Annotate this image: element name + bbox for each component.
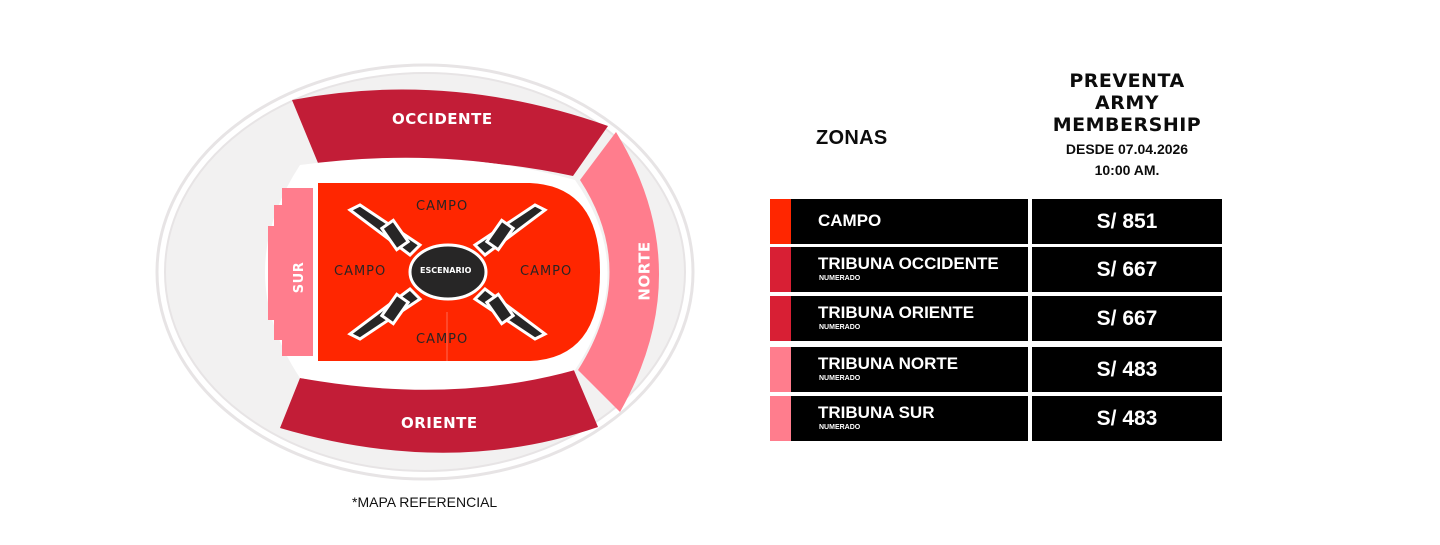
presale-date-prefix: DESDE bbox=[1065, 141, 1115, 157]
zone-name: TRIBUNA SUR bbox=[818, 403, 935, 422]
zone-subtitle: NUMERADO bbox=[819, 424, 861, 431]
presale-date-value: 07.04.2026 bbox=[1118, 141, 1189, 157]
presale-line2: ARMY bbox=[1094, 92, 1159, 114]
zone-subtitle: NUMERADO bbox=[819, 275, 861, 282]
oriente-label: ORIENTE bbox=[401, 414, 478, 432]
norte-section[interactable] bbox=[578, 132, 660, 412]
zone-color-swatch bbox=[770, 247, 791, 292]
zone-name: TRIBUNA OCCIDENTE bbox=[818, 254, 999, 273]
zone-cell: TRIBUNA OCCIDENTE NUMERADO bbox=[791, 247, 1028, 292]
zone-price: S/ 667 bbox=[1032, 247, 1222, 292]
campo-label-right: CAMPO bbox=[520, 264, 573, 279]
zone-cell: TRIBUNA ORIENTE NUMERADO bbox=[791, 296, 1028, 341]
zone-name: TRIBUNA ORIENTE bbox=[818, 303, 975, 322]
map-footnote: *MAPA REFERENCIAL bbox=[352, 494, 498, 510]
zone-price: S/ 483 bbox=[1032, 347, 1222, 392]
campo-label-left: CAMPO bbox=[334, 264, 387, 279]
stadium-map-graphic bbox=[155, 63, 695, 481]
zones-header: ZONAS bbox=[816, 127, 888, 149]
stage-graphic bbox=[347, 203, 548, 341]
zone-color-swatch bbox=[770, 347, 791, 392]
stadium-map: OCCIDENTE ORIENTE NORTE SUR ESCENARIO CA… bbox=[0, 0, 720, 540]
presale-time: 10:00 AM. bbox=[1094, 162, 1160, 178]
zone-cell: TRIBUNA SUR NUMERADO bbox=[791, 396, 1028, 441]
campo-label-top: CAMPO bbox=[416, 199, 469, 214]
occidente-section[interactable] bbox=[292, 89, 608, 176]
price-row-campo: CAMPO S/ 851 bbox=[770, 199, 1222, 244]
oriente-section[interactable] bbox=[280, 368, 598, 453]
zone-name: CAMPO bbox=[818, 211, 882, 230]
presale-line1: PREVENTA bbox=[1069, 70, 1185, 92]
presale-line3: MEMBERSHIP bbox=[1052, 114, 1202, 136]
zone-cell: TRIBUNA NORTE NUMERADO bbox=[791, 347, 1028, 392]
zone-name: TRIBUNA NORTE bbox=[818, 354, 959, 373]
price-row-tribuna-oriente: TRIBUNA ORIENTE NUMERADO S/ 667 bbox=[770, 296, 1222, 341]
norte-label: NORTE bbox=[635, 241, 654, 301]
sur-section[interactable] bbox=[268, 188, 313, 356]
zone-price: S/ 483 bbox=[1032, 396, 1222, 441]
presale-header: PREVENTA ARMY MEMBERSHIP DESDE 07.04.202… bbox=[1032, 70, 1222, 178]
presale-date: DESDE 07.04.2026 bbox=[1032, 141, 1222, 157]
zone-color-swatch bbox=[770, 199, 791, 244]
zone-color-swatch bbox=[770, 296, 791, 341]
zone-cell: CAMPO bbox=[791, 199, 1028, 244]
price-row-tribuna-sur: TRIBUNA SUR NUMERADO S/ 483 bbox=[770, 396, 1222, 441]
zone-color-swatch bbox=[770, 396, 791, 441]
price-row-tribuna-norte: TRIBUNA NORTE NUMERADO S/ 483 bbox=[770, 347, 1222, 392]
stage-label: ESCENARIO bbox=[420, 266, 472, 275]
price-row-tribuna-occidente: TRIBUNA OCCIDENTE NUMERADO S/ 667 bbox=[770, 247, 1222, 292]
occidente-label: OCCIDENTE bbox=[392, 110, 493, 128]
zone-subtitle: NUMERADO bbox=[819, 375, 861, 382]
zone-subtitle: NUMERADO bbox=[819, 324, 861, 331]
campo-label-bottom: CAMPO bbox=[416, 332, 469, 347]
sur-label: SUR bbox=[292, 261, 308, 294]
zone-price: S/ 667 bbox=[1032, 296, 1222, 341]
zone-price: S/ 851 bbox=[1032, 199, 1222, 244]
